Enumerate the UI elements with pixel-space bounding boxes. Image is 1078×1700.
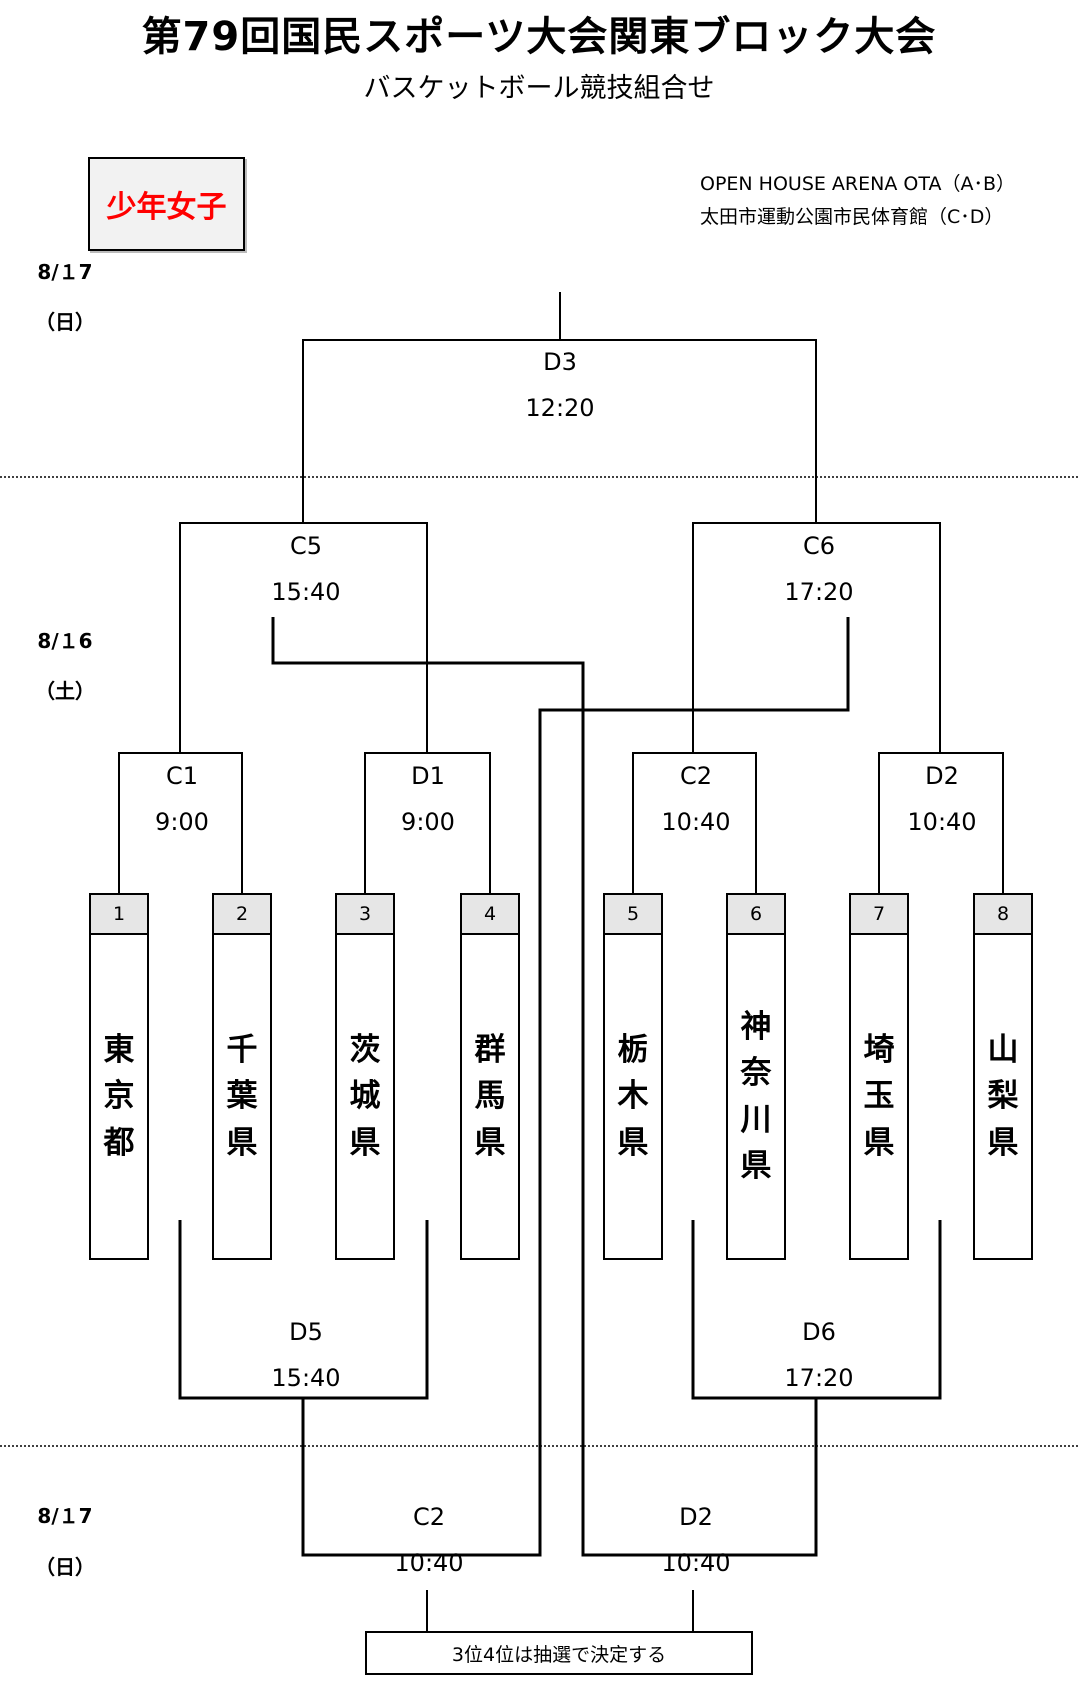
team-name-1: 東京都 xyxy=(89,935,149,1260)
category-badge: 少年女子 xyxy=(88,157,245,251)
team-name-5: 栃木県 xyxy=(603,935,663,1260)
game-d6-code: D6 xyxy=(802,1318,836,1346)
team-number-3: 3 xyxy=(335,893,395,935)
game-d3-code: D3 xyxy=(543,348,577,376)
team-number-5: 5 xyxy=(603,893,663,935)
third-place-note: 3位4位は抽選で決定する xyxy=(365,1631,753,1675)
date-label-day2: 8/１7 xyxy=(37,1504,93,1528)
game-c5-code: C5 xyxy=(289,532,323,560)
game-c2-code: C2 xyxy=(679,762,713,790)
team-number-7: 7 xyxy=(849,893,909,935)
date-label-final: 8/１7 xyxy=(37,260,93,284)
team-name-4: 群馬県 xyxy=(460,935,520,1260)
page-subtitle: バスケットボール競技組合せ xyxy=(363,73,715,104)
game-d3-time: 12:20 xyxy=(525,394,595,422)
game-c5-time: 15:40 xyxy=(271,578,341,606)
game-c6-time: 17:20 xyxy=(784,578,854,606)
game-d6-time: 17:20 xyxy=(784,1364,854,1392)
team-name-3: 茨城県 xyxy=(335,935,395,1260)
team-number-1: 1 xyxy=(89,893,149,935)
day-label-day1: （土） xyxy=(35,679,95,703)
team-number-4: 4 xyxy=(460,893,520,935)
game-c1-time: 9:00 xyxy=(155,808,209,836)
game-c6-code: C6 xyxy=(802,532,836,560)
venue-1: OPEN HOUSE ARENA OTA（A･B） xyxy=(700,173,1015,195)
team-number-6: 6 xyxy=(726,893,786,935)
team-name-2: 千葉県 xyxy=(212,935,272,1260)
team-number-8: 8 xyxy=(973,893,1033,935)
game-d5-code: D5 xyxy=(289,1318,323,1346)
game-d1-time: 9:00 xyxy=(401,808,455,836)
game-d2-time: 10:40 xyxy=(907,808,977,836)
game-d2-third-code: D2 xyxy=(679,1503,713,1531)
date-label-day1: 8/１6 xyxy=(37,629,93,653)
game-d1-code: D1 xyxy=(411,762,445,790)
game-c2-time: 10:40 xyxy=(661,808,731,836)
game-d2-third-time: 10:40 xyxy=(661,1549,731,1577)
team-name-7: 埼玉県 xyxy=(849,935,909,1260)
game-c1-code: C1 xyxy=(165,762,199,790)
game-c2-third-time: 10:40 xyxy=(394,1549,464,1577)
game-d5-time: 15:40 xyxy=(271,1364,341,1392)
day-label-final: （日） xyxy=(35,310,95,334)
team-number-2: 2 xyxy=(212,893,272,935)
team-name-8: 山梨県 xyxy=(973,935,1033,1260)
game-d2-code: D2 xyxy=(925,762,959,790)
day-label-day2: （日） xyxy=(35,1555,95,1579)
team-name-6: 神奈川県 xyxy=(726,935,786,1260)
game-c2-third-code: C2 xyxy=(412,1503,446,1531)
page-title: 第79回国民スポーツ大会関東ブロック大会 xyxy=(141,14,937,60)
venue-2: 太田市運動公園市民体育館（C･D） xyxy=(700,206,1004,228)
